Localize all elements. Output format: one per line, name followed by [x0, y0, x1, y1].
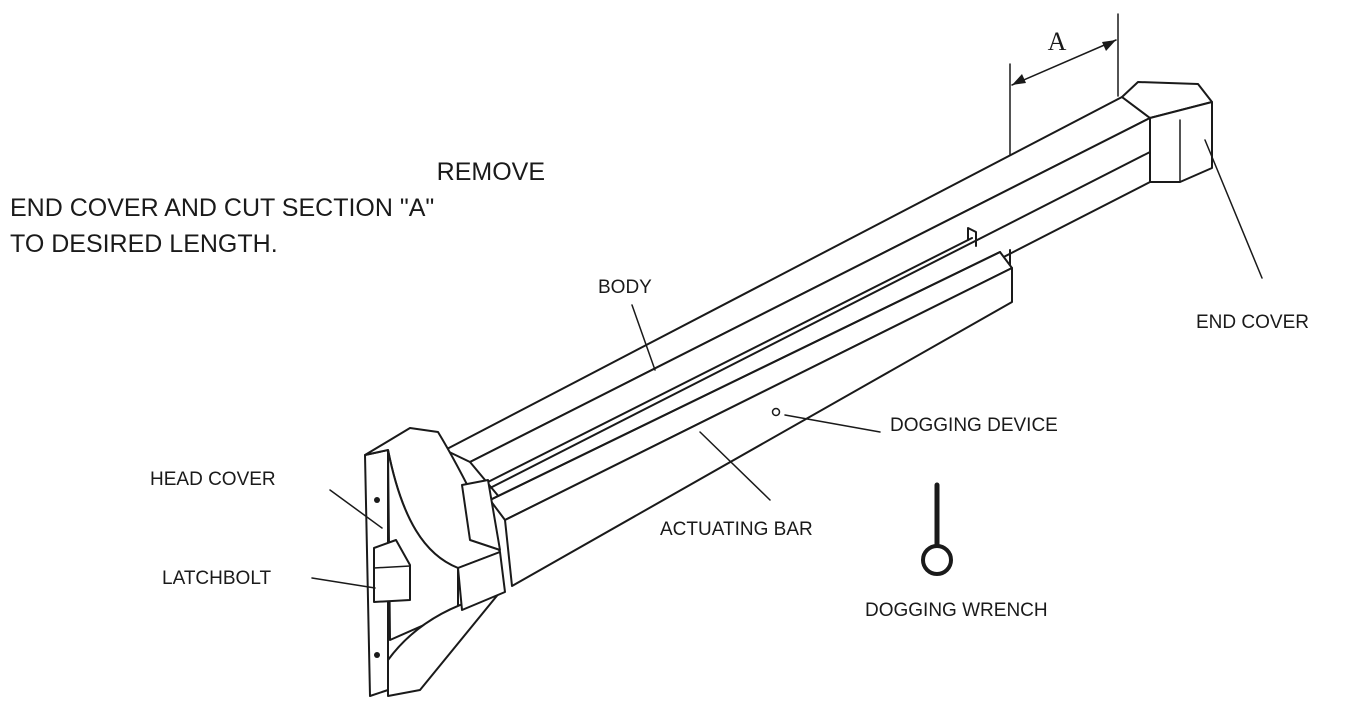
head-mechanism [364, 427, 506, 697]
wrench-ring [921, 544, 953, 576]
head-connector-block [457, 551, 506, 611]
label-body: BODY [598, 277, 652, 298]
dogging-hole [771, 407, 781, 417]
body-leader [631, 304, 656, 371]
head-inner-bracket [461, 479, 501, 551]
body-bar [444, 96, 1151, 511]
instruction-line-2: END COVER AND CUT SECTION "A" [10, 194, 434, 222]
actuating-bar [481, 227, 1013, 587]
latchbolt-shape [373, 539, 411, 603]
dimension-a: A [1009, 13, 1119, 156]
latchbolt-edge [373, 565, 411, 569]
end-cover-leader [1204, 139, 1263, 279]
actuating-bar-leader [699, 431, 771, 501]
actuating-bar-groove-2 [489, 251, 1001, 501]
label-dogging-wrench: DOGGING WRENCH [865, 600, 1048, 621]
end-cover-front [1149, 101, 1213, 183]
actuating-bar-front [504, 267, 1013, 587]
dimension-label: A [1048, 27, 1067, 56]
label-actuating-bar: ACTUATING BAR [660, 519, 813, 540]
body-front-face [469, 117, 1151, 511]
head-cover-leader [329, 489, 383, 529]
label-latchbolt: LATCHBOLT [162, 568, 271, 589]
label-end-cover: END COVER [1196, 312, 1309, 333]
instruction-text: REMOVE END COVER AND CUT SECTION "A" TO … [10, 158, 545, 258]
instruction-line-1: REMOVE [437, 158, 545, 186]
head-lower-ramp [387, 591, 501, 697]
end-cover-top [1121, 81, 1213, 119]
label-head-cover: HEAD COVER [150, 469, 276, 490]
part-labels: BODY END COVER DOGGING DEVICE HEAD COVER… [150, 277, 1309, 621]
dogging-wrench [921, 482, 953, 576]
dimension-line [1011, 39, 1117, 86]
label-dogging-device: DOGGING DEVICE [890, 415, 1058, 436]
dimension-arrow-right [1102, 40, 1116, 51]
screw-top [374, 497, 380, 503]
screw-bottom [374, 652, 380, 658]
dogging-device-leader [784, 414, 881, 433]
body-front-edge [489, 151, 1151, 489]
actuating-bar-end-tab [967, 227, 977, 247]
dimension-arrow-left [1012, 74, 1026, 85]
end-cover [1121, 81, 1213, 183]
leader-lines [311, 139, 1263, 589]
instruction-line-3: TO DESIRED LENGTH. [10, 230, 278, 258]
actuating-bar-groove-1 [481, 237, 973, 486]
latchbolt-leader [311, 577, 376, 589]
